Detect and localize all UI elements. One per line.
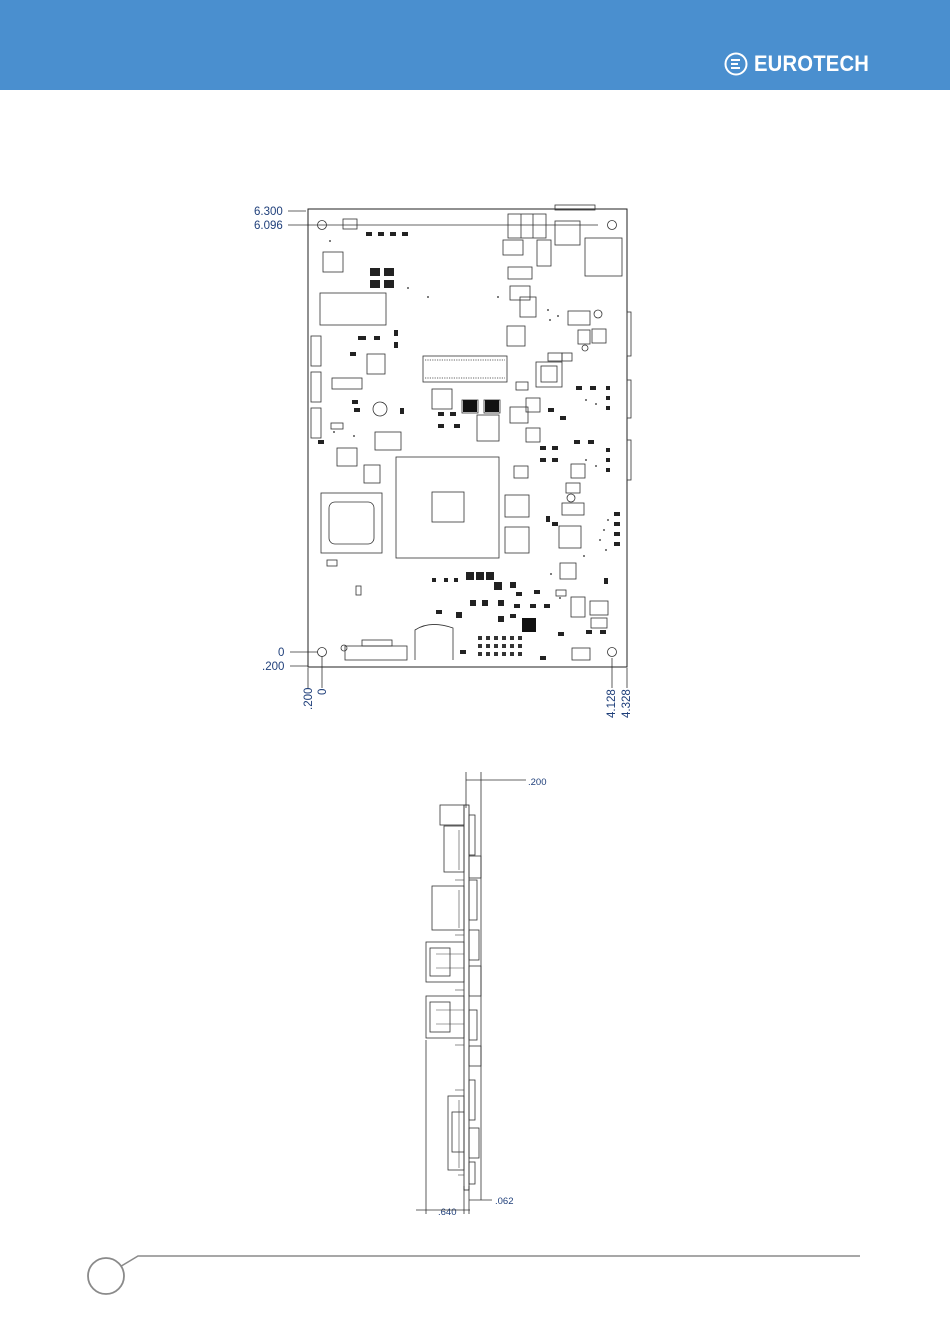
dim-side-062: .062 [495, 1196, 514, 1207]
dim-4-328: 4.328 [621, 689, 633, 718]
dim-6-300: 6.300 [254, 206, 283, 218]
dim-0-x: 0 [317, 689, 329, 695]
dim-side-200: .200 [528, 777, 547, 788]
top-view-drawing: 6.300 6.096 0 .200 .200 0 4.128 4.328 [254, 205, 633, 718]
dim-200-x: .200 [303, 688, 315, 710]
page-number-badge [88, 1258, 124, 1294]
page-footer [0, 1250, 950, 1344]
side-view-drawing: .200 .062 .640 [416, 772, 547, 1218]
dim-6-096: 6.096 [254, 220, 283, 232]
dim-0-y: 0 [278, 647, 284, 659]
top-view-components [318, 232, 620, 660]
dim-200-y: .200 [262, 661, 284, 673]
dim-side-640: .640 [438, 1207, 457, 1218]
dim-4-128: 4.128 [606, 689, 618, 718]
